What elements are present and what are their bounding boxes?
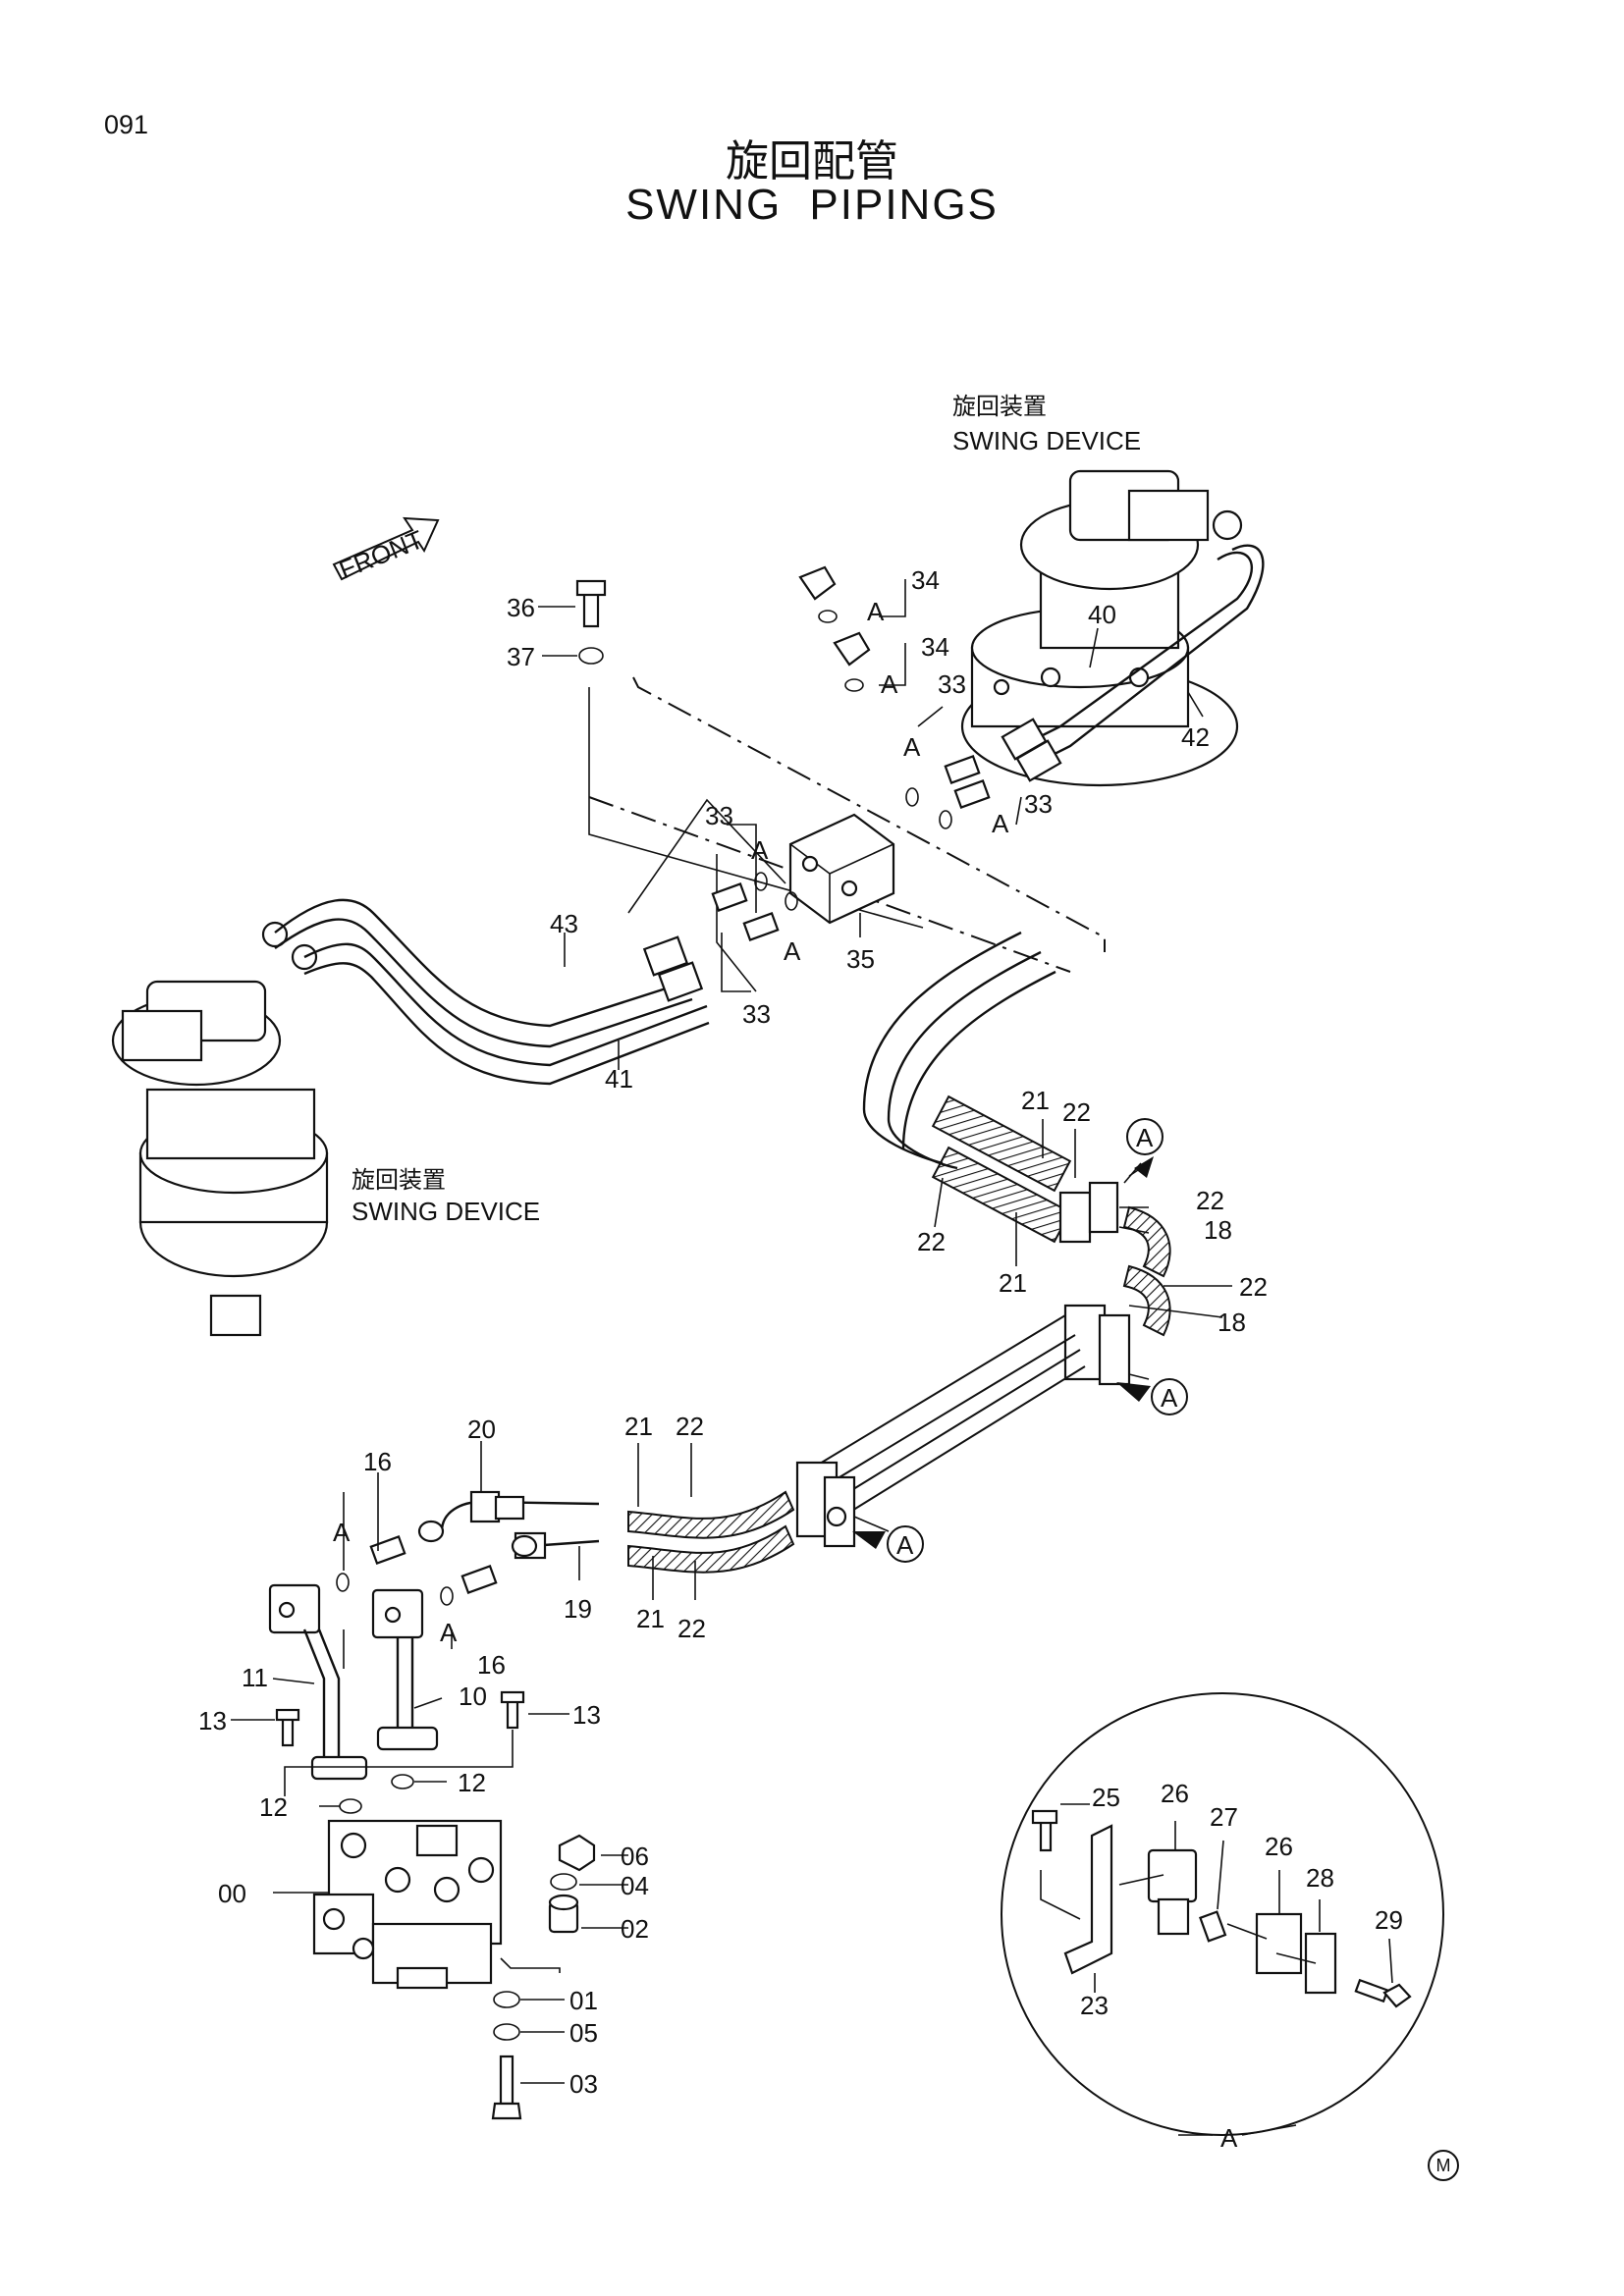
callout-19: 19 [564, 1594, 592, 1624]
callout-16b: 16 [477, 1650, 506, 1680]
callout-18a: 18 [1204, 1215, 1232, 1245]
callout-21a: 21 [1021, 1086, 1050, 1115]
pipe-10-icon [371, 1588, 439, 1751]
callout-22a: 22 [1062, 1097, 1091, 1127]
callout-33b: 33 [1024, 789, 1053, 819]
callout-11: 11 [242, 1663, 268, 1692]
reference-a-lower: A [852, 1525, 924, 1563]
pipe-11-icon [268, 1583, 368, 1781]
swing-device-left-jp: 旋回装置 [352, 1166, 446, 1194]
callout-27: 27 [1210, 1802, 1238, 1832]
callout-41: 41 [605, 1064, 633, 1094]
oring-label-a1: A [867, 597, 885, 626]
reference-a-upper: A [1126, 1118, 1164, 1178]
swing-device-top-jp: 旋回装置 [952, 393, 1047, 420]
ref-a-circle-upper: A [1136, 1123, 1154, 1152]
callout-34b: 34 [921, 632, 949, 662]
callout-22f: 22 [677, 1614, 706, 1643]
callout-25: 25 [1092, 1783, 1120, 1812]
swing-device-top-en: SWING DEVICE [952, 426, 1141, 455]
callout-22d: 22 [1239, 1272, 1268, 1302]
corner-mark-icon: M [1428, 2150, 1459, 2181]
front-label: FRONT [335, 524, 427, 584]
callout-23: 23 [1080, 1991, 1109, 2020]
page-number: 091 [104, 110, 149, 139]
callout-22b: 22 [1196, 1186, 1224, 1215]
callout-34a: 34 [911, 565, 940, 595]
callout-01: 01 [569, 1986, 598, 2015]
detail-a-parts-icon [1031, 1809, 1412, 2008]
callout-21c: 21 [624, 1412, 653, 1441]
callout-06: 06 [621, 1842, 649, 1871]
callout-05: 05 [569, 2018, 598, 2048]
callout-00: 00 [218, 1879, 246, 1908]
callout-33d: 33 [742, 999, 771, 1029]
callout-36: 36 [507, 593, 535, 622]
front-arrow-icon: FRONT [332, 516, 440, 585]
callout-10: 10 [459, 1682, 487, 1711]
oring-label-a8: A [440, 1618, 458, 1647]
swing-device-top-icon [960, 469, 1243, 787]
title-english: SWING PIPINGS [625, 181, 999, 229]
callout-26b: 26 [1265, 1832, 1293, 1861]
callout-22c: 22 [917, 1227, 946, 1256]
oring-label-a3: A [903, 732, 921, 762]
callout-20: 20 [467, 1415, 496, 1444]
reference-a-middle: A [1116, 1378, 1188, 1415]
callout-37: 37 [507, 642, 535, 671]
oring-label-a2: A [881, 669, 898, 699]
callout-02: 02 [621, 1914, 649, 1944]
part-callouts: 36 37 34 34 33 33 40 42 33 33 35 43 41 2… [198, 565, 1403, 2099]
callout-29: 29 [1375, 1905, 1403, 1935]
callout-12a: 12 [259, 1792, 288, 1822]
callout-16a: 16 [363, 1447, 392, 1476]
control-valve-00-icon [312, 1819, 503, 1990]
callout-28: 28 [1306, 1863, 1334, 1893]
title-japanese: 旋回配管 [726, 136, 898, 187]
callout-26a: 26 [1161, 1779, 1189, 1808]
oring-label-a7: A [333, 1518, 351, 1547]
callout-13a: 13 [198, 1706, 227, 1735]
callout-40: 40 [1088, 600, 1116, 629]
callout-12b: 12 [458, 1768, 486, 1797]
callout-13b: 13 [572, 1700, 601, 1730]
callout-18b: 18 [1218, 1308, 1246, 1337]
callout-33a: 33 [938, 669, 966, 699]
leader-lines [231, 579, 1393, 2136]
callout-21b: 21 [999, 1268, 1027, 1298]
oring-label-a5: A [751, 835, 769, 865]
ref-a-circle-middle: A [1161, 1383, 1178, 1413]
junction-block-35-icon [788, 813, 895, 925]
callout-35: 35 [846, 944, 875, 974]
ref-a-circle-lower: A [896, 1530, 914, 1560]
callout-22e: 22 [676, 1412, 704, 1441]
callout-04: 04 [621, 1871, 649, 1900]
oring-label-a6: A [784, 936, 801, 966]
callout-43: 43 [550, 909, 578, 938]
swing-device-left-icon [111, 921, 329, 1337]
callout-42: 42 [1181, 722, 1210, 752]
detail-a-label: A [1220, 2123, 1238, 2153]
oring-label-a4: A [992, 809, 1009, 838]
callout-33c: 33 [705, 801, 733, 830]
swing-device-left-en: SWING DEVICE [352, 1197, 540, 1226]
callout-21d: 21 [636, 1604, 665, 1633]
callout-03: 03 [569, 2069, 598, 2099]
detail-a-circle [1001, 1692, 1444, 2136]
